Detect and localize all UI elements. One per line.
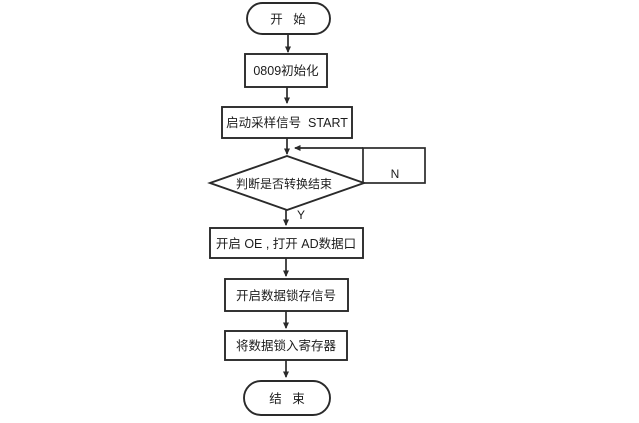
decision-conversion-done — [207, 154, 367, 212]
decision-label: 判断是否转换结束 — [236, 176, 332, 191]
process-open-oe-label: 开启 OE , 打开 AD数据口 — [216, 236, 356, 251]
process-latch-register-label: 将数据锁入寄存器 — [236, 338, 337, 353]
yes-branch-label: Y — [297, 208, 305, 222]
end-label: 结 束 — [269, 392, 305, 406]
start-label: 开 始 — [270, 13, 306, 27]
process-init-label: 0809初始化 — [253, 64, 319, 78]
no-branch-label: N — [391, 167, 400, 181]
process-latch-register — [224, 330, 348, 361]
process-open-oe — [209, 227, 364, 259]
process-start-sample-label: 启动采样信号 START — [226, 115, 348, 130]
end-terminator — [243, 380, 331, 416]
process-init — [244, 53, 328, 88]
no-branch-loop — [362, 147, 426, 184]
start-terminator — [246, 2, 331, 35]
process-start-sample — [221, 106, 353, 139]
process-latch-signal-label: 开启数据锁存信号 — [236, 288, 336, 303]
process-latch-signal — [224, 278, 349, 312]
